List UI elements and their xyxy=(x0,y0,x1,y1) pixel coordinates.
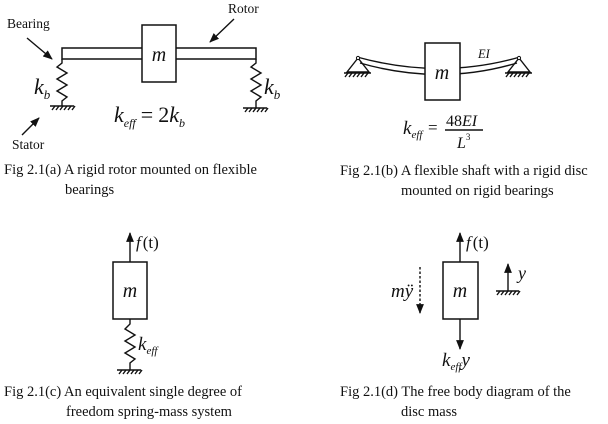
fig-c-caption-line1: Fig 2.1(c) An equivalent single degree o… xyxy=(4,384,242,400)
rotor-label: Rotor xyxy=(228,1,259,16)
displacement-coordinate-axis xyxy=(496,263,521,296)
fig-a-caption-line2: bearings xyxy=(65,182,114,198)
right-bearing-spring xyxy=(249,59,263,108)
bearing-pointer-arrow xyxy=(26,37,53,60)
right-pin-support xyxy=(505,55,532,78)
displacement-label: y xyxy=(516,263,526,283)
stator-label: Stator xyxy=(12,137,45,152)
bearing-label: Bearing xyxy=(7,16,50,31)
right-spring-stiffness-label: kb xyxy=(264,74,281,102)
fig-a-caption-line1: Fig 2.1(a) A rigid rotor mounted on flex… xyxy=(4,162,257,178)
mass-label: m xyxy=(435,62,449,84)
applied-force-label: f(t) xyxy=(466,233,489,252)
left-bearing-spring xyxy=(55,59,69,106)
ground-hatch xyxy=(117,369,143,375)
mass-label: m xyxy=(453,280,467,302)
flexural-rigidity-label: EI xyxy=(477,47,491,61)
sdof-mass-block xyxy=(112,261,148,320)
fig-b-caption-line1: Fig 2.1(b) A flexible shaft with a rigid… xyxy=(340,163,588,179)
equivalent-spring xyxy=(123,319,137,370)
left-ground-hatch xyxy=(50,105,76,111)
disc-mass-block xyxy=(424,42,461,101)
fig-c-equivalent-sdof-system: f(t) m keff Fig 2.1(c) An equivalent sin… xyxy=(4,232,242,420)
fig-a-rigid-rotor-flexible-bearings: m kb kb keff=2kb Bearing Rotor Stator Fi… xyxy=(4,1,281,198)
effective-stiffness-equation: keff=2kb xyxy=(114,102,185,130)
fig-b-flexible-shaft-rigid-bearings: m EI keff = 48EI L3 Fig 2.1(b) A flexibl… xyxy=(340,42,588,199)
shaft-stiffness-equation: keff = 48EI L3 xyxy=(403,113,483,152)
applied-force-label: f(t) xyxy=(136,233,159,252)
fraction-denominator: L3 xyxy=(456,132,471,152)
mass-label: m xyxy=(123,280,137,302)
fig-c-caption-line2: freedom spring-mass system xyxy=(66,404,233,420)
fig-d-caption-line1: Fig 2.1(d) The free body diagram of the xyxy=(340,384,571,400)
inertia-force-label: mÿ xyxy=(391,281,414,302)
rotor-pointer-arrow xyxy=(209,18,235,43)
stator-pointer-arrow xyxy=(21,117,40,136)
fraction-numerator: 48EI xyxy=(446,113,478,130)
rotor-mass-block xyxy=(141,24,177,83)
fig-d-free-body-diagram: f(t) m keffy mÿ y Fig 2.1(d) The free bo… xyxy=(340,232,571,420)
svg-text:keff: keff xyxy=(403,118,424,141)
svg-text:=: = xyxy=(428,118,438,137)
fig-d-caption-line2: disc mass xyxy=(401,404,457,420)
right-ground-hatch xyxy=(243,107,269,113)
fig-b-caption-line2: mounted on rigid bearings xyxy=(401,183,554,199)
left-spring-stiffness-label: kb xyxy=(34,74,51,102)
equivalent-stiffness-label: keff xyxy=(138,334,159,357)
spring-force-label: keffy xyxy=(442,350,470,373)
left-pin-support xyxy=(344,55,371,78)
mass-label: m xyxy=(152,44,166,66)
